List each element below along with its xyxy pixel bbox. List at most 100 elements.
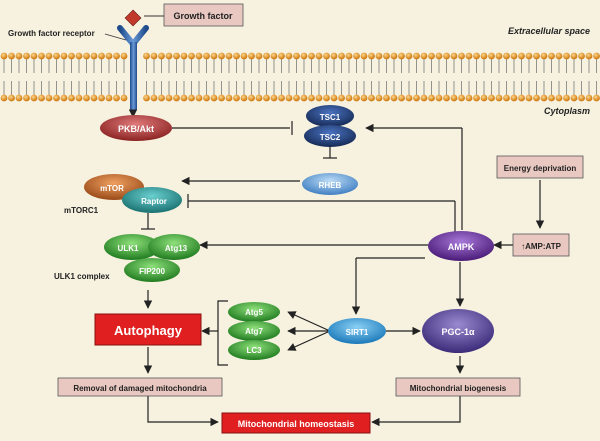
lipid-head [38,52,45,60]
lipid-head [300,94,308,102]
lipid-head [68,94,75,102]
lipid-head [435,94,443,102]
lipid-head [195,52,203,60]
atg13-label: Atg13 [165,244,188,253]
biogenesis-label: Mitochondrial biogenesis [410,384,507,393]
lipid-head [15,52,23,60]
lipid-head [503,52,510,60]
lipid-head [210,52,218,60]
lipid-head [23,94,30,102]
lipid-head [38,94,45,102]
lipid-head [30,94,38,102]
biogenesis-box [395,377,521,397]
growth-factor-diamond-icon [124,9,142,27]
lipid-head [443,52,450,60]
lipid-head [143,94,150,102]
lipid-head [563,52,570,60]
amp-atp-label: ↑AMP:ATP [521,242,562,251]
lipid-head [150,94,158,102]
lipid-head [315,94,323,102]
lipid-head [360,94,368,102]
lipid-head [165,52,173,60]
lipid-head [143,52,150,60]
lipid-head [248,52,255,60]
rheb-label: RHEB [319,181,342,190]
lipid-head [90,52,98,60]
lipid-head [398,52,405,60]
lipid-head [518,94,525,102]
ulk1-complex-label: ULK1 complex [54,272,110,281]
extracellular-label: Extracellular space [508,26,590,36]
autophagy-label: Autophagy [114,323,183,338]
lipid-head [233,52,240,60]
receptor-label: Growth factor receptor [8,29,95,38]
lipid-head [75,94,83,102]
lipid-head [75,52,83,60]
lipid-head [278,52,285,60]
tsc1-node [306,105,354,127]
homeostasis-box [221,412,371,434]
lipid-head [240,52,248,60]
lipid-head [263,94,270,102]
lipid-head [428,52,435,60]
lipid-head [338,94,345,102]
atg5-node [228,302,280,322]
ampk-node [428,231,494,261]
lipid-head [435,52,443,60]
mtor-label: mTOR [100,184,124,193]
lipid-head [300,52,308,60]
lipid-head [548,52,555,60]
lipid-head [383,94,390,102]
lipid-head [240,94,248,102]
lipid-head [120,52,128,60]
lipid-head [255,94,263,102]
pkb-akt-node [100,115,172,141]
lipid-head [173,94,180,102]
lipid-head [360,52,368,60]
lipid-head [398,94,405,102]
atg7-label: Atg7 [245,327,263,336]
lc3-node [228,340,280,360]
lipid-head [323,94,330,102]
removal-box [57,377,223,397]
growth-factor-label: Growth factor [173,11,232,21]
lipid-head [488,94,495,102]
lipid-head [150,52,158,60]
lipid-head [353,94,360,102]
removal-label: Removal of damaged mitochondria [73,384,207,393]
lipid-head [53,94,60,102]
fip200-node [124,258,180,282]
lipid-head [105,52,113,60]
lipid-head [510,94,518,102]
lipid-head [225,94,233,102]
lipid-head [555,94,563,102]
lipid-head [518,52,525,60]
lipid-head [368,52,375,60]
lipid-head [390,94,398,102]
removal-to-homeostasis-arrow [147,394,219,427]
cytoplasm-label: Cytoplasm [544,106,590,116]
lipid-head [428,94,435,102]
lipid-head [0,94,8,102]
lipid-head [308,52,315,60]
energy-deprivation-box [496,155,584,179]
lipid-head [98,94,105,102]
pkb-akt-label: PKB/Akt [118,124,154,134]
tsc2-label: TSC2 [320,133,341,142]
ampk-label: AMPK [448,242,475,252]
lipid-head [495,52,503,60]
lipid-head [233,94,240,102]
lipid-head [270,52,278,60]
lipid-head [488,52,495,60]
autophagy-box [94,313,202,346]
sirt1-to-lc3-arrow [287,330,331,351]
lipid-head [23,52,30,60]
lipid-head [443,94,450,102]
lipid-head [405,94,413,102]
lipid-head [248,94,255,102]
raptor-label: Raptor [141,197,167,206]
lipid-head [8,94,15,102]
ulk1-label: ULK1 [118,244,139,253]
